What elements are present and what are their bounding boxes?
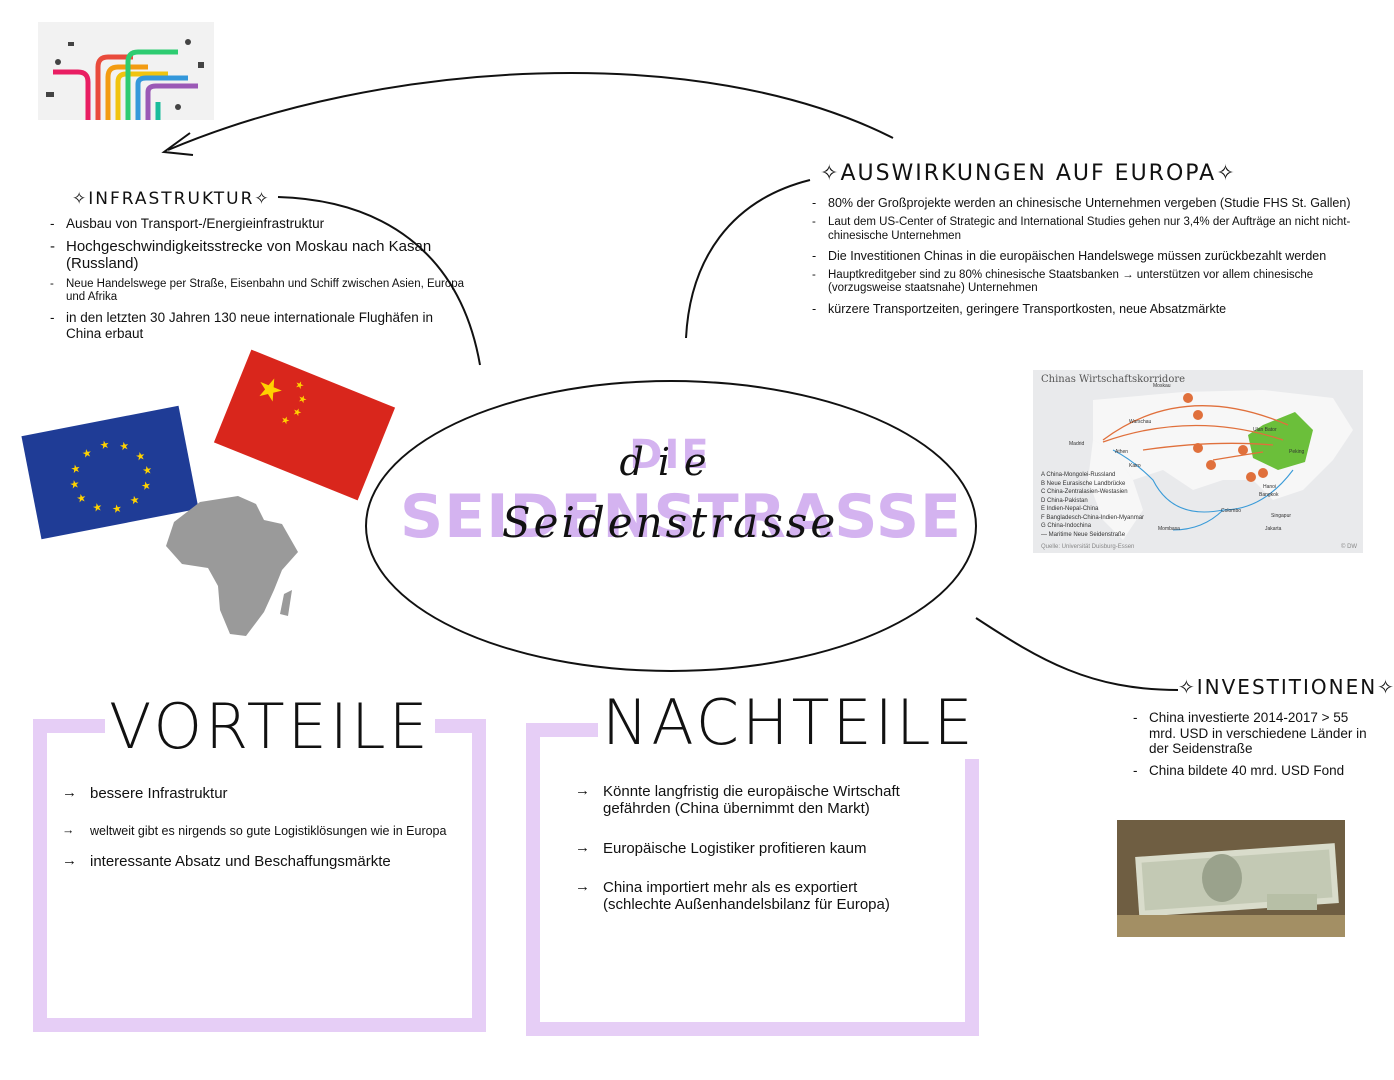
map-city: Bangkok bbox=[1259, 492, 1279, 498]
svg-text:★: ★ bbox=[70, 462, 82, 477]
list-item: weltweit gibt es nirgends so gute Logist… bbox=[62, 823, 462, 838]
auswirkungen-heading: ✧AUSWIRKUNGEN AUF EUROPA✧ bbox=[820, 161, 1237, 186]
list-item: kürzere Transportzeiten, geringere Trans… bbox=[812, 302, 1367, 317]
svg-text:★: ★ bbox=[69, 477, 81, 492]
map-source: Quelle: Universität Duisburg-Essen bbox=[1041, 544, 1135, 550]
svg-text:★: ★ bbox=[279, 414, 291, 428]
list-item: China investierte 2014-2017 > 55 mrd. US… bbox=[1133, 710, 1373, 757]
money-stack-icon bbox=[1117, 820, 1345, 937]
map-city: Colombo bbox=[1221, 508, 1242, 514]
svg-text:★: ★ bbox=[99, 438, 111, 453]
china-flag-icon: ★ ★ ★ ★ ★ bbox=[213, 349, 396, 501]
auswirkungen-list: 80% der Großprojekte werden an chinesisc… bbox=[812, 196, 1367, 322]
vorteile-heading: VORTEILE bbox=[105, 690, 435, 763]
map-city: Peking bbox=[1289, 449, 1305, 455]
map-city: Athen bbox=[1115, 449, 1129, 455]
corridor-map: Chinas Wirtschaftskorridore A China-Mong… bbox=[1033, 370, 1363, 553]
map-city: Singapur bbox=[1271, 513, 1292, 519]
list-item: 80% der Großprojekte werden an chinesisc… bbox=[812, 196, 1367, 211]
map-city: Warschau bbox=[1129, 419, 1152, 425]
list-item: Europäische Logistiker profitieren kaum bbox=[575, 838, 915, 857]
title-background-text: SEIDENSTRASSE bbox=[400, 482, 963, 552]
map-city: Kairo bbox=[1129, 463, 1141, 469]
list-item: Laut dem US-Center of Strategic and Inte… bbox=[812, 216, 1367, 242]
svg-text:★: ★ bbox=[111, 501, 123, 516]
list-item: Die Investitionen Chinas in die europäis… bbox=[812, 249, 1367, 264]
list-item: China importiert mehr als es exportiert … bbox=[575, 878, 915, 914]
nachteile-heading: NACHTEILE bbox=[598, 686, 980, 759]
list-item: Hochgeschwindigkeitsstrecke von Moskau n… bbox=[50, 238, 470, 273]
map-credit: © DW bbox=[1341, 544, 1358, 550]
list-item: Neue Handelswege per Straße, Eisenbahn u… bbox=[50, 278, 470, 304]
map-city: Ulan Bator bbox=[1253, 427, 1277, 433]
central-ellipse bbox=[365, 380, 977, 672]
map-city: Moskau bbox=[1153, 383, 1171, 389]
svg-text:★: ★ bbox=[134, 449, 146, 464]
vorteile-list: bessere Infrastruktur weltweit gibt es n… bbox=[62, 784, 462, 892]
title-background-text: DIE bbox=[629, 432, 711, 478]
list-item: Hauptkreditgeber sind zu 80% chinesische… bbox=[812, 269, 1367, 295]
africa-map-icon bbox=[160, 490, 310, 640]
map-city: Hanoi bbox=[1263, 484, 1277, 490]
investitionen-list: China investierte 2014-2017 > 55 mrd. US… bbox=[1133, 710, 1373, 784]
svg-text:★: ★ bbox=[118, 439, 130, 454]
list-item: in den letzten 30 Jahren 130 neue intern… bbox=[50, 310, 470, 341]
infrastruktur-list: Ausbau von Transport-/Energieinfrastrukt… bbox=[50, 216, 470, 347]
map-title: Chinas Wirtschaftskorridore bbox=[1041, 374, 1186, 385]
page-title: Seidenstrasse bbox=[501, 498, 839, 547]
page-title-line1: die bbox=[619, 440, 721, 484]
svg-text:★: ★ bbox=[75, 491, 87, 506]
list-item: interessante Absatz und Beschaffungsmärk… bbox=[62, 852, 462, 870]
map-city: Mombasa bbox=[1158, 526, 1180, 532]
svg-text:★: ★ bbox=[291, 406, 303, 420]
map-city: Madrid bbox=[1069, 441, 1085, 447]
svg-text:★: ★ bbox=[251, 369, 289, 412]
svg-text:★: ★ bbox=[129, 493, 141, 508]
svg-text:★: ★ bbox=[140, 478, 152, 493]
list-item: bessere Infrastruktur bbox=[62, 784, 462, 802]
map-city: Jakarta bbox=[1265, 526, 1282, 532]
investitionen-heading: ✧INVESTITIONEN✧ bbox=[1178, 675, 1394, 699]
list-item: Ausbau von Transport-/Energieinfrastrukt… bbox=[50, 216, 470, 232]
list-item: China bildete 40 mrd. USD Fond bbox=[1133, 763, 1373, 779]
svg-text:★: ★ bbox=[293, 379, 305, 393]
vorteile-box bbox=[33, 719, 486, 1032]
svg-text:★: ★ bbox=[91, 500, 103, 515]
list-item: Könnte langfristig die europäische Wirts… bbox=[575, 782, 915, 818]
svg-text:★: ★ bbox=[81, 446, 93, 461]
infrastruktur-heading: ✧INFRASTRUKTUR✧ bbox=[72, 189, 271, 209]
svg-text:★: ★ bbox=[296, 393, 308, 407]
logistics-graphic-icon bbox=[38, 22, 214, 120]
eu-flag-icon: ★★★★ ★★★★ ★★★★ bbox=[21, 405, 199, 540]
svg-text:★: ★ bbox=[141, 463, 153, 478]
nachteile-list: Könnte langfristig die europäische Wirts… bbox=[575, 782, 915, 935]
